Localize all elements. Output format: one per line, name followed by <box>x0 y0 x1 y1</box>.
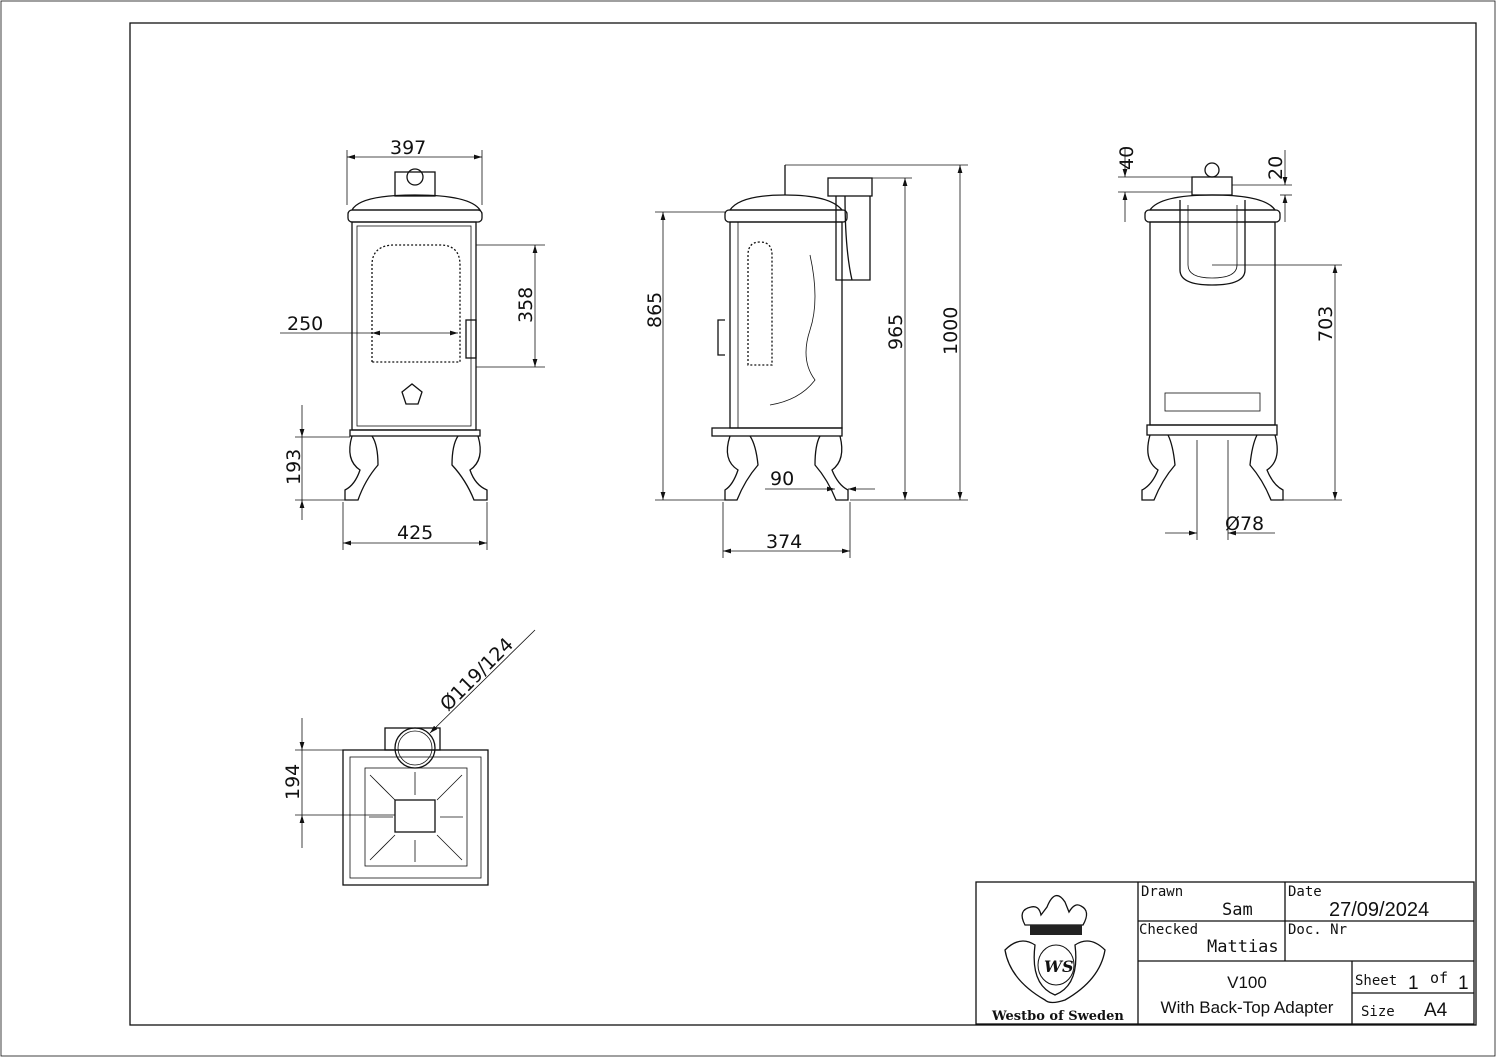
svg-text:WS: WS <box>1044 957 1074 976</box>
dim-window-width: 250 <box>287 313 323 335</box>
size-label: Size <box>1361 1004 1395 1020</box>
title-block: WS Westbo of Sweden Drawn Sam Date 27/09… <box>975 881 1475 1025</box>
dim-depth: 374 <box>766 531 802 553</box>
dim-outlet-diameter: Ø78 <box>1225 513 1264 535</box>
drawing-frame <box>129 22 1477 1026</box>
sheet-label: Sheet <box>1355 973 1397 989</box>
dim-flue-offset: 194 <box>282 764 304 800</box>
dim-adapter-height: 20 <box>1265 156 1287 180</box>
docnr-label: Doc. Nr <box>1288 922 1347 938</box>
drawing-subtitle: With Back-Top Adapter <box>1161 998 1334 1017</box>
of-label: of <box>1430 969 1448 987</box>
drawing-title: V100 <box>1227 973 1267 992</box>
sheet-value: 1 <box>1408 973 1419 994</box>
drawn-value: Sam <box>1222 900 1253 920</box>
drawn-label: Drawn <box>1141 884 1183 900</box>
dim-base-width: 425 <box>397 522 433 544</box>
of-value: 1 <box>1458 973 1469 994</box>
checked-label: Checked <box>1139 922 1198 938</box>
back-view: 40 20 703 Ø78 <box>1116 146 1342 540</box>
dim-outlet-height: 703 <box>1315 306 1337 342</box>
date-value: 27/09/2024 <box>1329 899 1429 921</box>
front-view: 397 358 250 193 425 <box>280 137 545 550</box>
dim-height-to-adapter: 965 <box>885 314 907 350</box>
dim-leg-height: 193 <box>283 449 305 485</box>
dim-knob-height: 40 <box>1116 146 1138 170</box>
company-name: Westbo of Sweden <box>991 1009 1124 1024</box>
dim-window-height: 358 <box>515 287 537 323</box>
dim-height-to-top: 865 <box>644 292 666 328</box>
checked-value: Mattias <box>1207 937 1279 957</box>
size-value: A4 <box>1424 1000 1448 1021</box>
dim-flue-diameter: Ø119/124 <box>436 634 518 716</box>
side-view: 865 965 1000 90 374 <box>644 164 968 558</box>
westbo-logo: WS <box>1004 895 1106 1004</box>
dim-total-height: 1000 <box>940 307 962 355</box>
top-view: Ø119/124 194 <box>282 629 536 886</box>
dim-top-width: 397 <box>390 137 426 159</box>
dim-offset: 90 <box>770 468 794 490</box>
date-label: Date <box>1288 884 1322 900</box>
